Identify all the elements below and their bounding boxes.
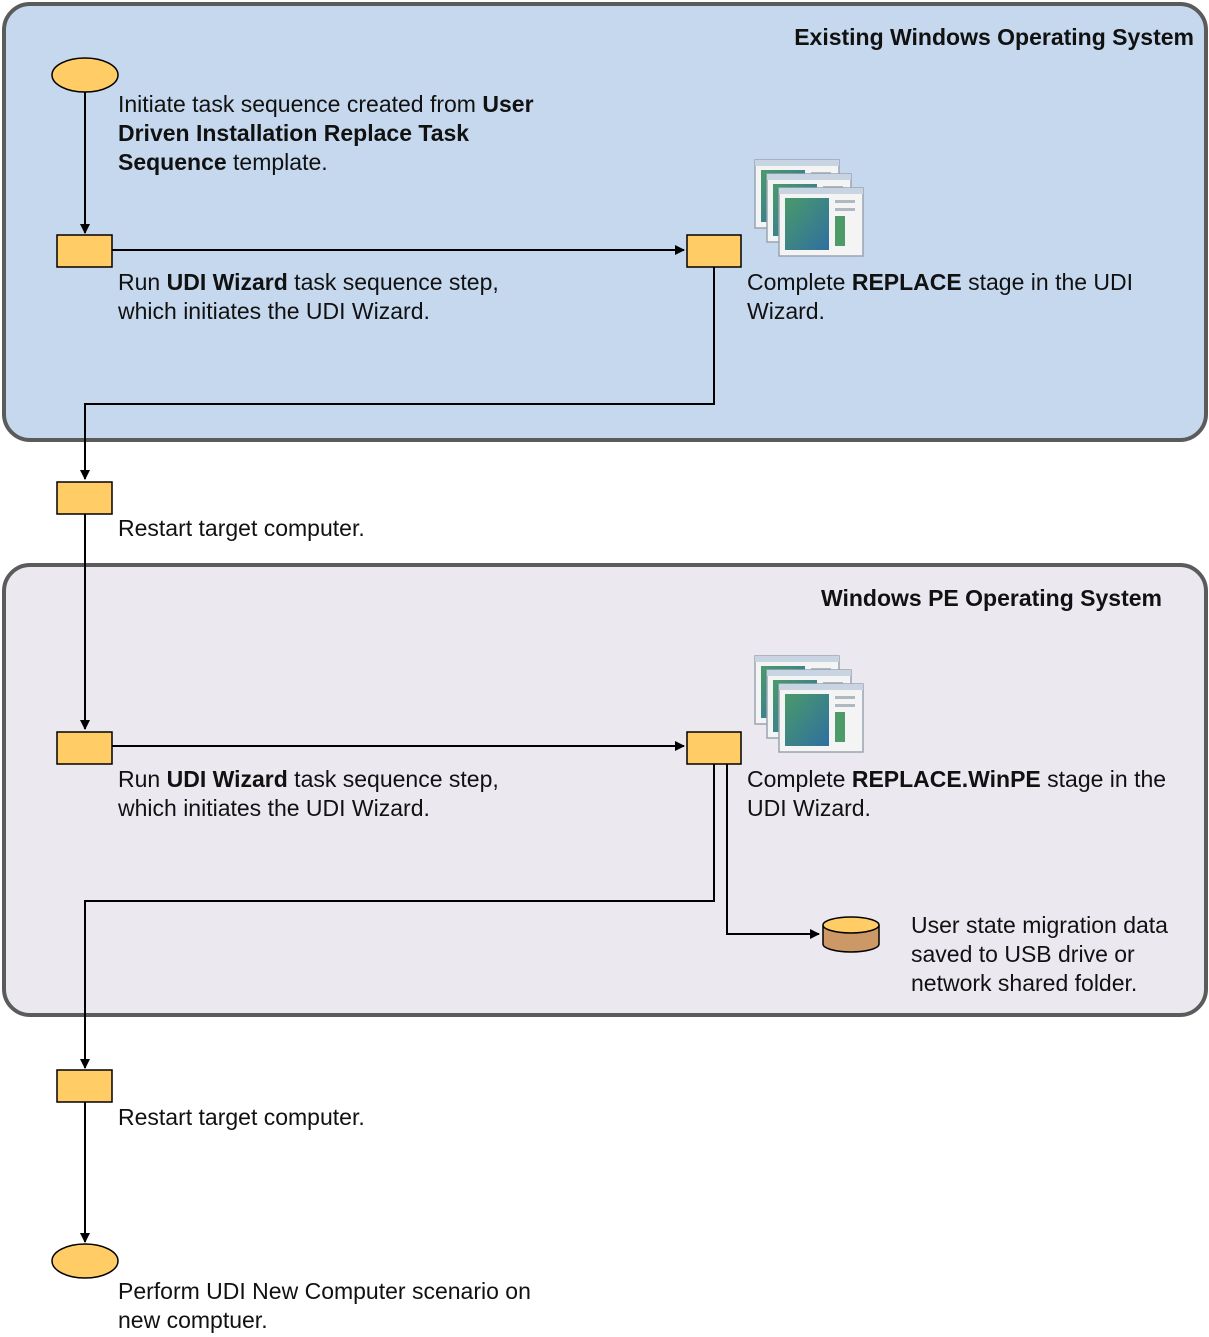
start-oval xyxy=(51,57,119,93)
label-complete-replace-winpe: Complete REPLACE.WinPE stage in the UDI … xyxy=(747,766,1167,821)
end-oval xyxy=(51,1243,119,1279)
wizard-windows-icon xyxy=(754,655,864,753)
connector-replace-to-restart1 xyxy=(80,267,715,480)
connector-replace-winpe-to-restart2 xyxy=(80,764,715,1069)
step-box-restart-1 xyxy=(56,481,113,515)
label-restart-2: Restart target computer. xyxy=(118,1104,365,1130)
region-existing-windows-os: Existing Windows Operating System xyxy=(2,2,1208,442)
region-title-winpe-os: Windows PE Operating System xyxy=(820,585,1162,611)
label-restart-1: Restart target computer. xyxy=(118,515,365,541)
step-box-complete-replace-winpe xyxy=(686,731,742,765)
label-complete-replace: Complete REPLACE stage in the UDI Wizard… xyxy=(747,269,1134,324)
connector-replace-winpe-to-database xyxy=(726,764,820,939)
database-icon xyxy=(822,916,880,953)
label-run-udi-wizard-1: Run UDI Wizard task sequence step, which… xyxy=(118,269,499,324)
region-windows-pe-os: Windows PE Operating System xyxy=(2,563,1208,1017)
label-initiate-task-sequence: Initiate task sequence created from User… xyxy=(118,91,534,175)
region-title-existing-os: Existing Windows Operating System xyxy=(794,24,1194,50)
step-box-run-udi-1 xyxy=(56,234,113,268)
wizard-windows-icon xyxy=(754,159,864,257)
step-box-complete-replace xyxy=(686,234,742,268)
step-box-run-udi-2 xyxy=(56,731,113,765)
step-box-restart-2 xyxy=(56,1069,113,1103)
label-usmt-data-saved: User state migration data saved to USB d… xyxy=(911,912,1168,996)
label-perform-new-computer: Perform UDI New Computer scenario on new… xyxy=(118,1278,531,1333)
label-run-udi-wizard-2: Run UDI Wizard task sequence step, which… xyxy=(118,766,499,821)
